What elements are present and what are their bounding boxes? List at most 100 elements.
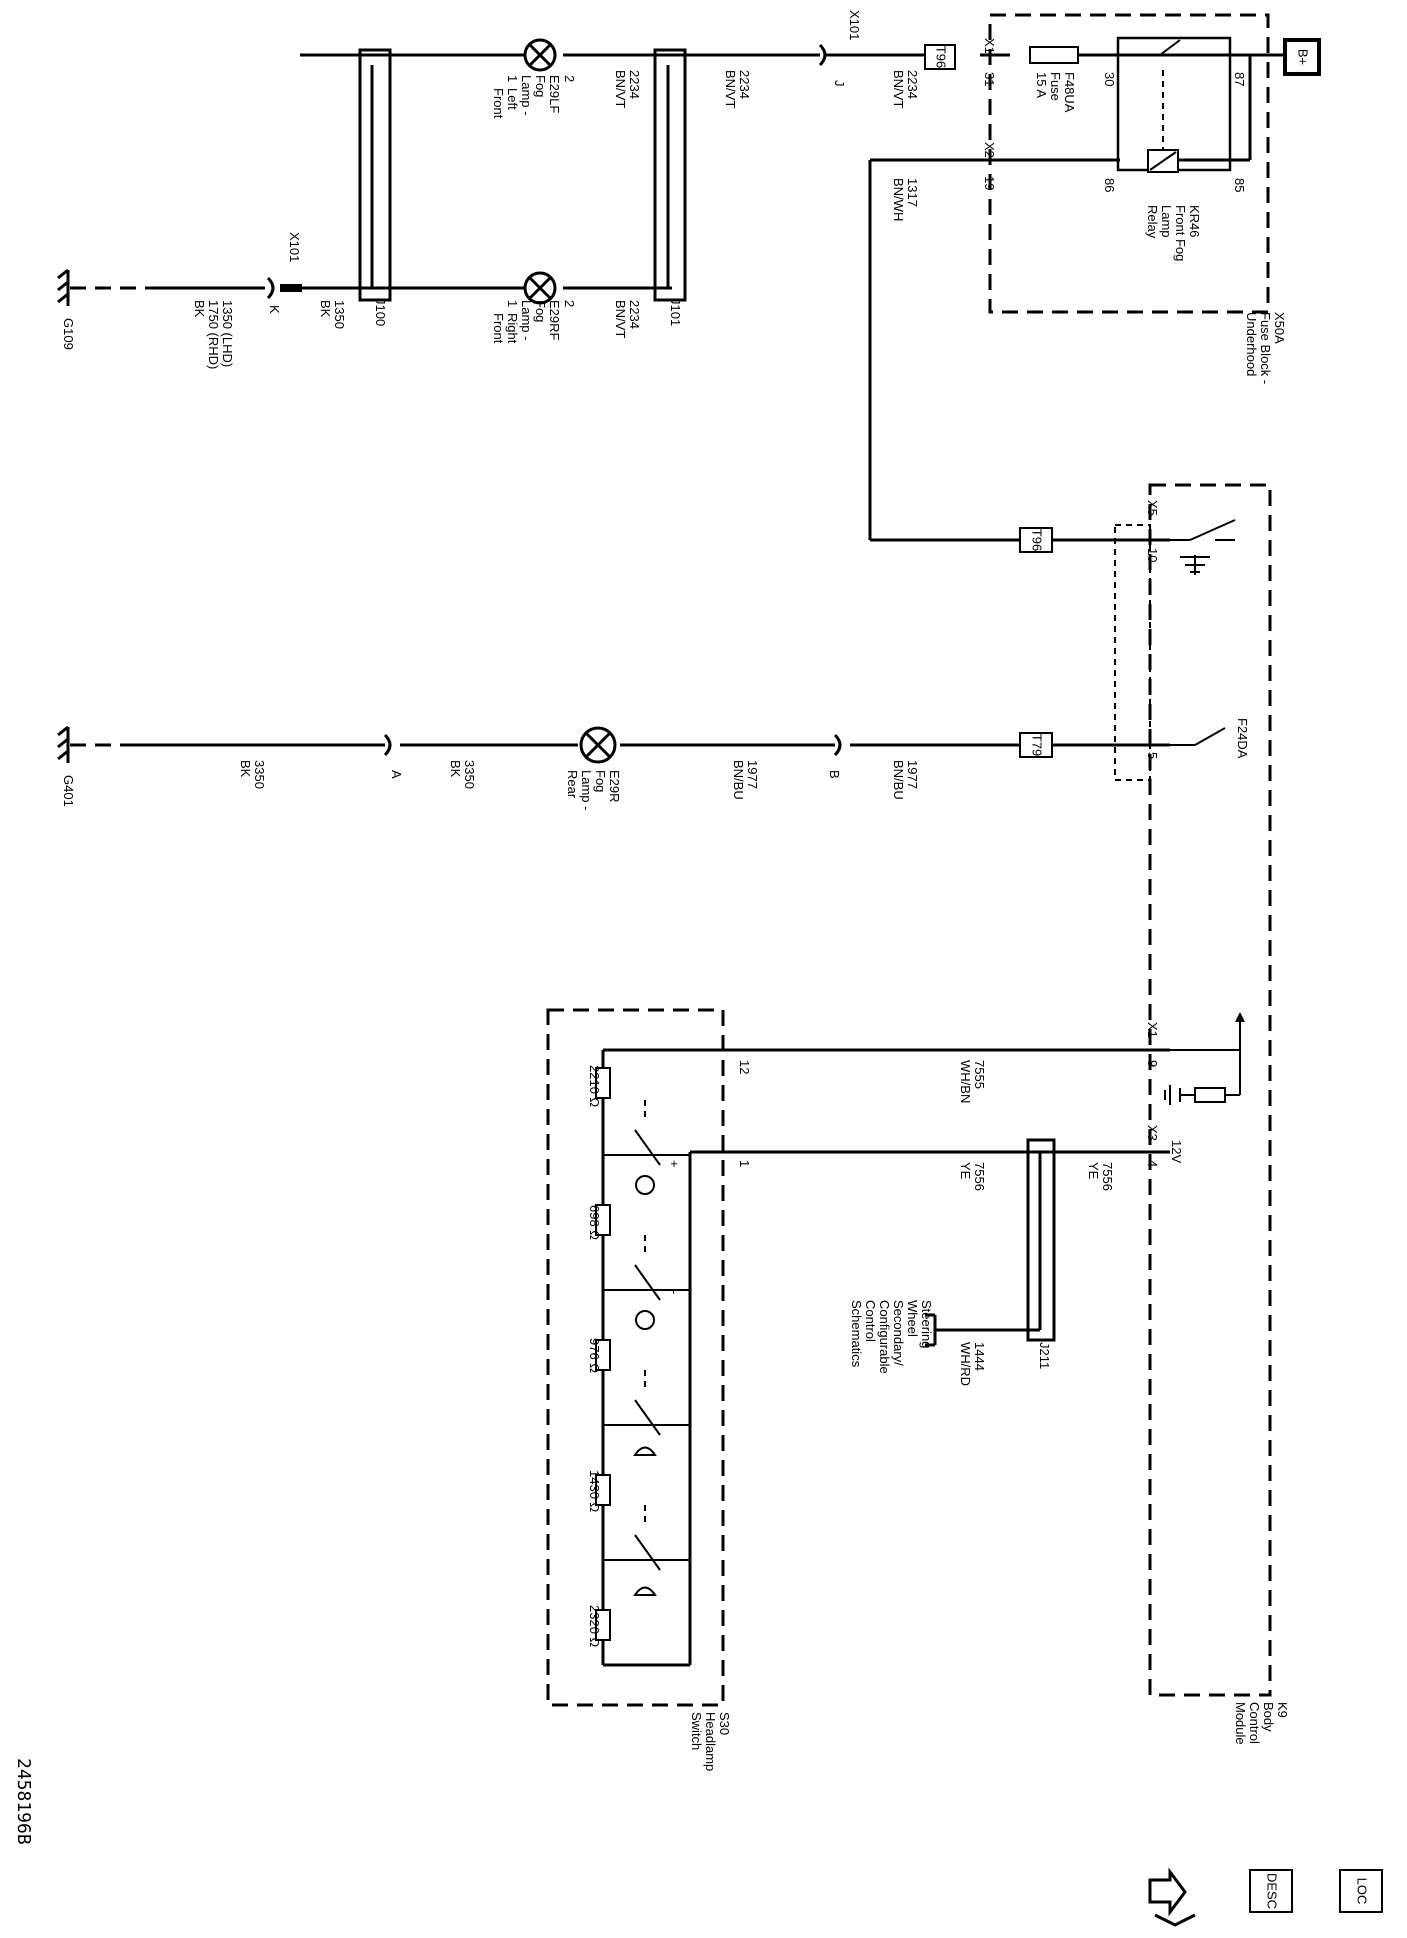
- switch-minus: -: [667, 1290, 682, 1294]
- labels: X50A Fuse Block - Underhood KR46 Front F…: [13, 10, 1290, 1845]
- wire-1444-num: 1444: [972, 1342, 987, 1371]
- bcm-12v: 12V: [1169, 1140, 1184, 1163]
- ground-g401-icon: [57, 725, 70, 763]
- wire-2234-num-c: 2234: [627, 70, 642, 99]
- relay-label-3: Lamp: [1159, 205, 1174, 238]
- lamp-rf-3: Lamp -: [519, 300, 534, 340]
- switch-pin1: 1: [737, 1160, 752, 1167]
- switch-name: S30: [717, 1712, 732, 1735]
- bcm-name: K9: [1275, 1702, 1290, 1718]
- wire-1977-color-b: BN/BU: [731, 760, 746, 800]
- loc-label: LOC: [1355, 1878, 1370, 1905]
- svg-text:T79: T79: [1030, 734, 1045, 756]
- lamp-lf-pin1: 1: [505, 75, 520, 82]
- loc-button[interactable]: LOC: [1339, 1869, 1383, 1913]
- rear-lamp-name: E29R: [607, 770, 622, 803]
- desc-button[interactable]: DESC: [1249, 1869, 1293, 1913]
- lamp-lf-4: Left: [505, 88, 520, 110]
- bcm-pin10: 10: [1145, 548, 1160, 562]
- s30-switch-outline: [546, 1008, 725, 1707]
- wire-1977-num-b: 1977: [745, 760, 760, 789]
- lamp-rf-2: Fog: [533, 300, 548, 322]
- wire-1977-num-a: 1977: [905, 760, 920, 789]
- wire-2234-num-a: 2234: [905, 70, 920, 99]
- desc-label: DESC: [1265, 1873, 1280, 1909]
- relay-label: KR46: [1187, 205, 1202, 238]
- lamp-lf-2: Fog: [533, 75, 548, 97]
- splice-j101: [653, 48, 687, 302]
- conn-b-label: B: [827, 770, 842, 779]
- x50a-x2-pin: 19: [982, 176, 997, 190]
- wire-3350-color-a: BK: [448, 760, 463, 778]
- fog-lamp-left-front-icon: [523, 38, 557, 72]
- wiring: [70, 53, 1290, 1667]
- switch-3: Switch: [689, 1712, 704, 1750]
- x101-top-pin: J: [832, 80, 847, 87]
- svg-text:B+: B+: [1296, 49, 1311, 65]
- x50a-x2: X2: [982, 142, 997, 158]
- lamp-rf-pin2: 2: [562, 300, 577, 307]
- relay-pin87: 87: [1232, 72, 1247, 86]
- wire-1350-ground-num: 1350 (LHD): [220, 300, 235, 367]
- wire-2234-color-b: BN/VT: [723, 70, 738, 108]
- wire-2234-color-d: BN/VT: [613, 300, 628, 338]
- relay-pin86: 86: [1102, 178, 1117, 192]
- connector-wrench-icon[interactable]: [1148, 1867, 1196, 1927]
- x50a-label-3: Underhood: [1244, 312, 1259, 376]
- g109-label: G109: [61, 318, 76, 350]
- relay-pin30: 30: [1102, 72, 1117, 86]
- wire-7556-color-b: YE: [958, 1162, 973, 1180]
- g401-label: G401: [61, 775, 76, 807]
- bcm-f24da: F24DA: [1235, 718, 1250, 759]
- lamp-rf-name: E29RF: [547, 300, 562, 341]
- t79-terminal: T79: [1019, 732, 1053, 758]
- x101-top-label: X101: [847, 10, 862, 40]
- wire-3350-color-b: BK: [238, 760, 253, 778]
- fog-lamp-right-front-icon: [523, 271, 557, 305]
- battery-positive-terminal: B+: [1283, 38, 1321, 76]
- bcm-x3: X3: [1145, 1125, 1160, 1141]
- switch-r4: 1430 Ω: [587, 1470, 602, 1513]
- x101-bot-label: X101: [287, 232, 302, 262]
- svg-text:T96: T96: [1030, 529, 1045, 551]
- fuse-f48ua: [1029, 46, 1079, 64]
- rear-lamp-3: Lamp -: [579, 770, 594, 810]
- k9-bcm-outline: [1148, 483, 1272, 1697]
- t96-terminal-bcm: T96: [1019, 527, 1053, 553]
- lamp-lf-5: Front: [491, 88, 506, 119]
- relay-label-4: Relay: [1145, 205, 1160, 239]
- steering-ref-4: Configurable: [877, 1300, 892, 1374]
- document-id: 2458196B: [13, 1758, 34, 1845]
- connector-a: [383, 733, 392, 757]
- switch-2: Headlamp: [703, 1712, 718, 1771]
- wire-2234-num-d: 2234: [627, 300, 642, 329]
- x50a-x1-pin: 31: [982, 72, 997, 86]
- switch-r5: 2320 Ω: [587, 1605, 602, 1648]
- wire-3350-num-b: 3350: [252, 760, 267, 789]
- x50a-x1: X1: [982, 38, 997, 54]
- lamp-lf-pin2: 2: [562, 75, 577, 82]
- switch-r2: 698 Ω: [587, 1205, 602, 1240]
- bcm-3: Control: [1247, 1702, 1262, 1744]
- fog-lamp-rear-icon: [579, 726, 617, 764]
- rear-lamp-2: Fog: [593, 770, 608, 792]
- x50a-fuse-block-outline: [988, 13, 1270, 314]
- wire-7556-color-a: YE: [1086, 1162, 1101, 1180]
- headlamp-switch-s30: [595, 1067, 690, 1641]
- bcm-x5: X5: [1145, 500, 1160, 516]
- x50a-label-2: Fuse Block -: [1258, 312, 1273, 384]
- j211-label: J211: [1037, 1342, 1052, 1369]
- steering-ref-6: Schematics: [849, 1300, 864, 1368]
- connector-x101-j: [818, 43, 852, 67]
- bcm-pin5: 5: [1145, 752, 1160, 759]
- wire-2234-color-a: BN/VT: [891, 70, 906, 108]
- relay-kr46: [1116, 36, 1232, 173]
- bcm-x1: X1: [1145, 1022, 1160, 1038]
- wire-7555-num: 7555: [972, 1060, 987, 1089]
- lamp-lf-name: E29LF: [547, 75, 562, 113]
- ground-g109-icon: [57, 268, 70, 306]
- wire-7555-color: WH/BN: [958, 1060, 973, 1103]
- fuse-label-3: 15 A: [1034, 72, 1049, 98]
- steering-ref-2: Wheel: [905, 1300, 920, 1337]
